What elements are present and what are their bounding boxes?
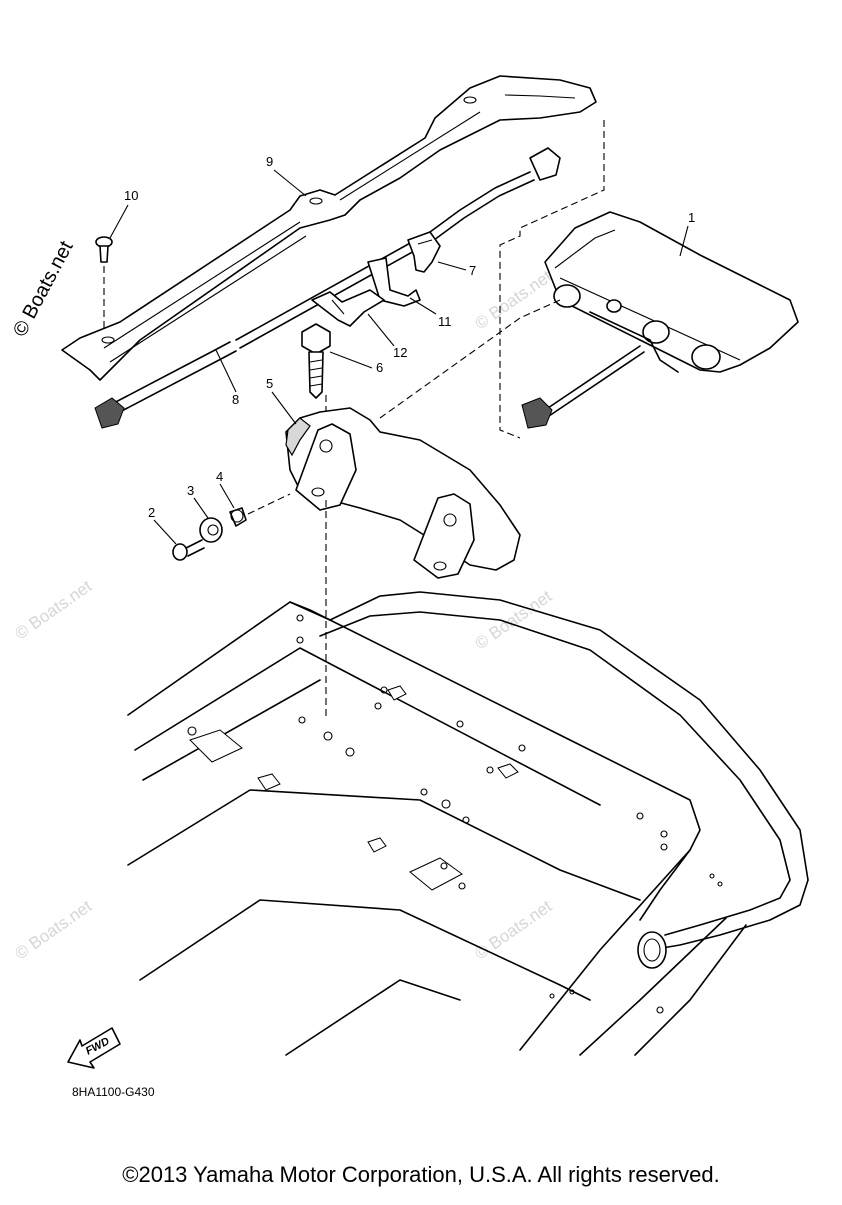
part-2-screw [172, 539, 205, 561]
part-6-bolt [301, 323, 331, 399]
fwd-arrow-icon: FWD [67, 1027, 121, 1069]
part-1-tail-light [379, 120, 799, 439]
part-12-bracket [311, 289, 385, 327]
callout-11: 11 [438, 314, 452, 329]
callout-8: 8 [232, 392, 239, 407]
part-10-rivet [95, 236, 113, 330]
callout-6: 6 [376, 360, 383, 375]
part-11-bracket [367, 257, 421, 307]
part-5-mount-bracket [285, 395, 521, 720]
callout-7: 7 [469, 263, 476, 278]
callout-12: 12 [393, 345, 407, 360]
callout-1: 1 [688, 210, 695, 225]
callout-2: 2 [148, 505, 155, 520]
watermark-boats-net: © Boats.net [9, 237, 78, 340]
callout-3: 3 [187, 483, 194, 498]
watermark-faint: © Boats.net [11, 576, 95, 643]
watermark-faint: © Boats.net [471, 586, 555, 653]
leader-lines [109, 169, 689, 545]
callout-9: 9 [266, 154, 273, 169]
callout-labels: 1 2 3 4 5 6 7 8 9 10 11 12 [124, 154, 695, 520]
watermark-faint: © Boats.net [11, 896, 95, 963]
drawing-code: 8HA1100-G430 [72, 1085, 155, 1099]
deck-frame [127, 591, 809, 1056]
part-4-collar [229, 493, 291, 527]
part-8-harness [94, 147, 561, 429]
part-3-grommet [199, 517, 223, 543]
watermark-faint: © Boats.net [471, 896, 555, 963]
callout-4: 4 [216, 469, 223, 484]
watermark-faint: © Boats.net [471, 266, 555, 333]
part-9-cover [61, 75, 597, 381]
callout-10: 10 [124, 188, 138, 203]
callout-5: 5 [266, 376, 273, 391]
part-7-clip [407, 231, 441, 273]
copyright-footer: ©2013 Yamaha Motor Corporation, U.S.A. A… [122, 1162, 720, 1187]
